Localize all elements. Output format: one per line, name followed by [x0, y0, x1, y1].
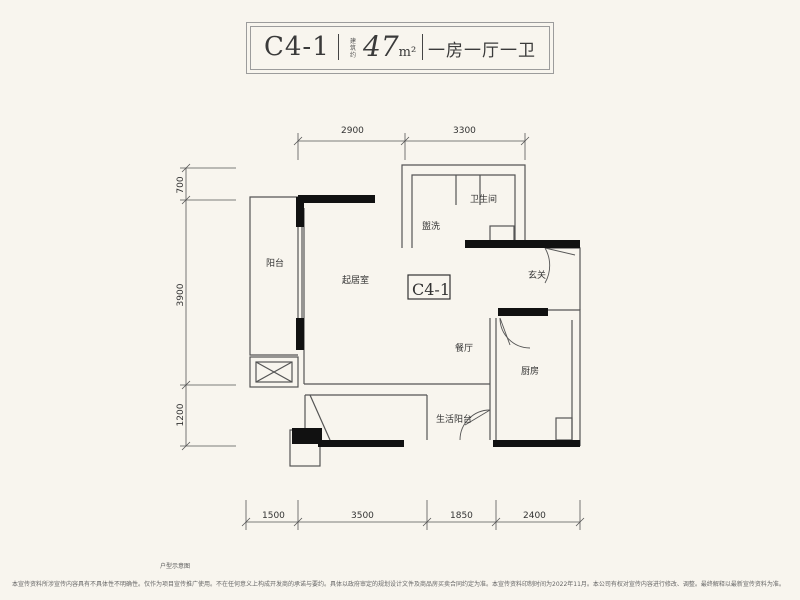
door-swings — [459, 247, 576, 441]
dimension-bottom-1: 1500 — [262, 511, 285, 521]
layout-type: 一房一厅一卫 — [428, 41, 536, 61]
unit-code: C4-1 — [264, 32, 330, 62]
header-inner-frame — [250, 26, 550, 70]
plan-caption: 户型示意图 — [160, 563, 191, 570]
area-unit: m² — [398, 45, 417, 60]
room-label-dining: 餐厅 — [455, 342, 473, 354]
dimension-top-2: 3300 — [453, 126, 476, 136]
unit-tag: C4-1 — [412, 280, 450, 299]
thick-walls — [292, 195, 580, 447]
unit-area: 47m² — [363, 30, 416, 63]
disclaimer-text: 本宣传资料所涉宣传内容具有不具体性不明确性。仅作为项目宣传推广使用。不在任何意义… — [12, 581, 785, 588]
room-label-balcony: 阳台 — [266, 257, 284, 269]
room-label-utility-balcony: 生活阳台 — [436, 413, 472, 425]
dimension-left-1: 700 — [176, 176, 186, 193]
plan-labels: C4-1 卫生间 盥洗 阳台 起居室 玄关 餐厅 厨房 生活阳台 2900 33… — [176, 126, 546, 521]
dimension-left-3: 1200 — [176, 403, 186, 426]
header-divider — [338, 34, 339, 60]
header-divider — [422, 34, 423, 60]
unit-tag-box — [407, 274, 451, 300]
room-label-entrance: 玄关 — [528, 269, 546, 281]
dimension-top-1: 2900 — [341, 126, 364, 136]
plan-outlines — [249, 164, 581, 467]
dimension-bottom-2: 3500 — [351, 511, 374, 521]
dimension-lines — [180, 133, 585, 530]
room-label-bed-living: 起居室 — [342, 274, 369, 286]
header-outer-frame — [246, 22, 554, 74]
dimension-left-2: 3900 — [176, 283, 186, 306]
dimension-bottom-4: 2400 — [523, 511, 546, 521]
dimension-bottom-3: 1850 — [450, 511, 473, 521]
area-value: 47 — [363, 30, 399, 63]
room-label-kitchen: 厨房 — [521, 365, 539, 377]
area-label: 建筑约 — [350, 38, 357, 59]
room-label-washroom: 盥洗 — [422, 220, 440, 232]
unit-header: C4-1 建筑约 47m² 一房一厅一卫 — [246, 22, 554, 74]
room-label-bathroom: 卫生间 — [470, 193, 497, 205]
